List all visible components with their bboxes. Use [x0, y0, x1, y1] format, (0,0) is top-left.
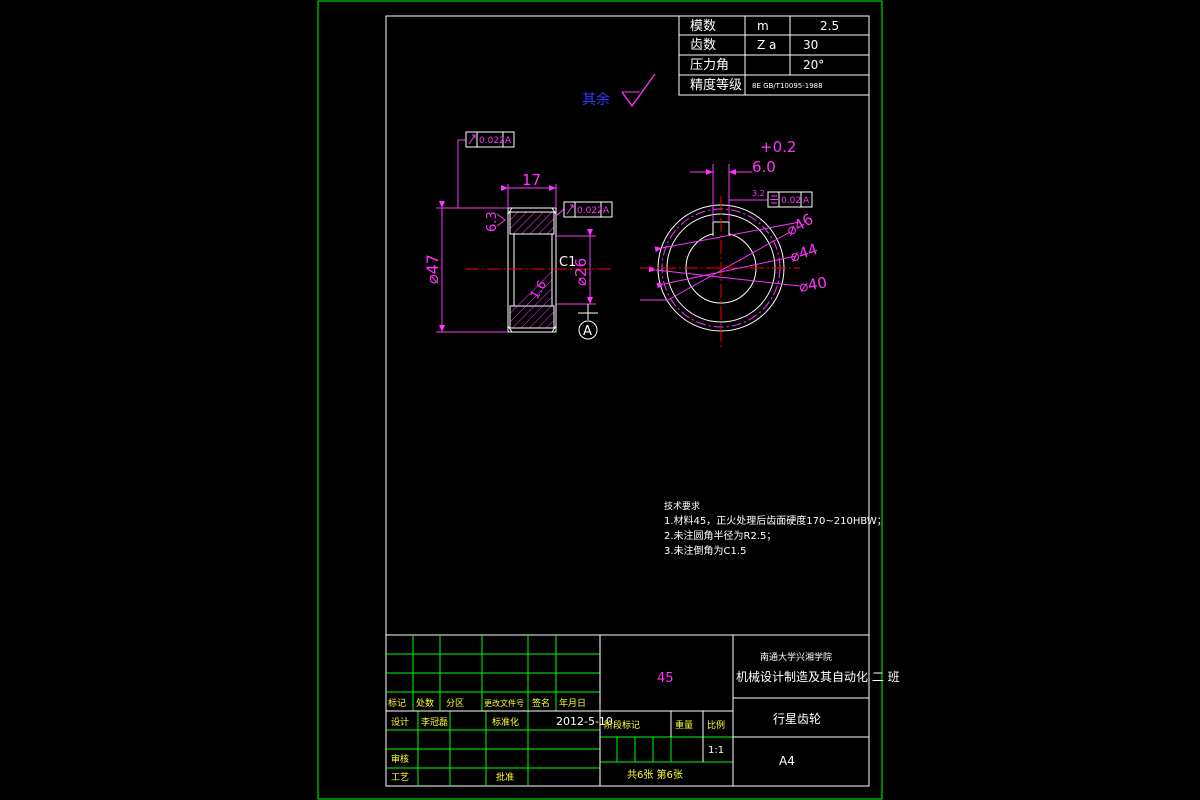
material-value: 45	[657, 671, 674, 686]
side-view: ⌀47 17 ⌀26 C1 6.3 1.6 0.022 A 0.022 A	[423, 131, 613, 340]
tech-item-1: 1.材料45，正火处理后齿面硬度170~210HBW；	[664, 514, 887, 527]
runout-icon	[468, 134, 476, 145]
surface-note-text: 其余	[582, 91, 610, 108]
dim-root-diameter: ⌀40	[798, 273, 829, 296]
review-label: 审核	[391, 753, 409, 765]
dim-pitch-diameter: ⌀44	[788, 240, 820, 266]
design-label: 设计	[391, 716, 409, 728]
part-name: 行星齿轮	[773, 712, 821, 726]
param-label-module: 模数	[690, 19, 716, 34]
param-symbol-module: m	[757, 19, 769, 33]
school-name: 南通大学兴湘学院	[760, 651, 832, 663]
weight-label: 重量	[675, 719, 693, 731]
param-value-grade: 8E GB/T10095-1988	[752, 82, 823, 90]
header-col-5: 签名	[532, 697, 550, 709]
process-label: 工艺	[391, 772, 409, 783]
symmetry-datum: A	[803, 196, 810, 206]
dim-inner-diameter: ⌀26	[572, 258, 590, 286]
param-value-module: 2.5	[820, 19, 839, 33]
param-label-teeth: 齿数	[690, 38, 716, 53]
tolerance-face-value: 0.022	[577, 206, 603, 216]
header-col-2: 处数	[416, 697, 434, 709]
param-value-teeth: 30	[803, 38, 818, 52]
stage-label: 阶段标记	[604, 719, 640, 731]
roughness-outer: 6.3	[485, 211, 500, 232]
front-view: ⌀46 ⌀44 ⌀40 +0.2 6.0 3.2 0.02 A	[640, 138, 828, 350]
tech-requirements: 技术要求 1.材料45，正火处理后齿面硬度170~210HBW； 2.未注圆角半…	[664, 500, 887, 557]
param-value-angle: 20°	[803, 58, 824, 72]
param-label-grade: 精度等级	[690, 77, 742, 93]
header-col-4: 更改文件号	[484, 698, 524, 708]
scale-label: 比例	[707, 719, 725, 731]
symmetry-label: 3.2	[752, 189, 765, 198]
department-name: 机械设计制造及其自动化 二 班	[736, 669, 900, 684]
sheet-info: 共6张 第6张	[627, 768, 683, 781]
tech-item-3: 3.未注倒角为C1.5	[664, 544, 746, 557]
params-table: 模数 m 2.5 齿数 Z a 30 压力角 20° 精度等级 8E GB/T1…	[678, 15, 870, 96]
keyway-width: 6.0	[752, 158, 776, 176]
standard-label: 标准化	[492, 716, 519, 728]
tolerance-face-datum: A	[603, 206, 610, 216]
roughness-icon	[621, 73, 656, 108]
paper-size: A4	[779, 754, 795, 768]
tech-title: 技术要求	[664, 500, 700, 512]
symmetry-icon	[770, 195, 778, 204]
tolerance-top-datum: A	[505, 136, 512, 146]
param-label-angle: 压力角	[690, 58, 729, 73]
designer-name: 李冠磊	[421, 716, 448, 728]
datum-symbol: A	[583, 324, 592, 339]
keyway-tolerance: +0.2	[760, 138, 796, 156]
header-col-3: 分区	[446, 698, 464, 709]
scale-value: 1:1	[708, 745, 724, 756]
title-block: 标记 处数 分区 更改文件号 签名 年月日 设计 李冠磊 标准化 2012-5-…	[385, 634, 900, 787]
outer-frame	[317, 0, 883, 800]
approve-label: 批准	[496, 771, 514, 783]
design-date: 2012-5-10	[556, 715, 613, 728]
symmetry-value: 0.02	[781, 196, 801, 206]
header-col-1: 标记	[388, 697, 406, 709]
dim-outer-diameter: ⌀47	[423, 254, 442, 284]
dim-width: 17	[522, 171, 541, 189]
dim-tip-diameter: ⌀46	[783, 210, 816, 240]
tech-item-2: 2.未注圆角半径为R2.5；	[664, 529, 776, 542]
tolerance-top-value: 0.022	[479, 136, 505, 146]
surface-note: 其余	[582, 73, 656, 108]
header-col-6: 年月日	[559, 697, 586, 709]
chamfer-label: C1	[559, 255, 576, 270]
param-symbol-teeth: Z a	[757, 38, 776, 52]
